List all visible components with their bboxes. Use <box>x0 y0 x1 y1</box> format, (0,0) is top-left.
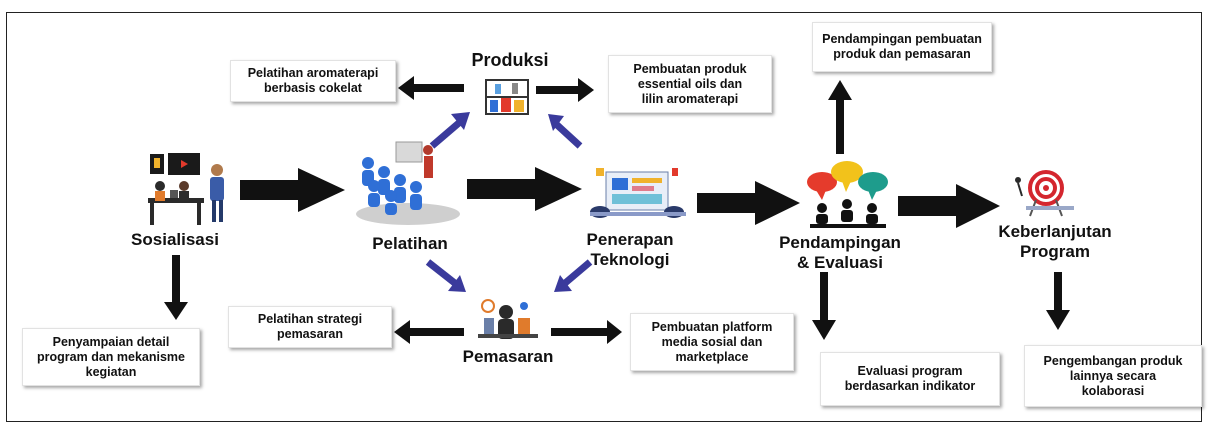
flow-arrow-pendampingan-keberlanjutan <box>898 184 1000 228</box>
box-pengembangan-produk: Pengembangan produk lainnya secara kolab… <box>1024 345 1202 407</box>
pemasaran-illustration <box>478 299 538 339</box>
flow-arrow-penerapan-pendampingan <box>697 181 800 225</box>
stage-sosialisasi: Sosialisasi <box>131 230 219 249</box>
pendampingan-illustration <box>807 161 888 228</box>
arrow-produksi-left <box>398 76 464 100</box>
blue-arrow-penerapan-produksi <box>548 114 583 149</box>
stage-produksi: Produksi <box>471 50 549 70</box>
flow-arrow-pelatihan-penerapan <box>467 167 582 211</box>
box-pelatihan-aromaterapi: Pelatihan aromaterapi berbasis cokelat <box>230 60 396 102</box>
pelatihan-illustration <box>356 141 460 225</box>
arrow-pendampingan-down <box>812 272 836 340</box>
box-pelatihan-strategi: Pelatihan strategi pemasaran <box>228 306 392 348</box>
box-pembuatan-produk: Pembuatan produk essential oils dan lili… <box>608 55 772 113</box>
produksi-illustration <box>485 79 529 115</box>
stage-penerapan-teknologi: Penerapan Teknologi <box>586 230 674 269</box>
box-penyampaian-detail: Penyampaian detail program dan mekanisme… <box>22 328 200 386</box>
box-evaluasi-program: Evaluasi program berdasarkan indikator <box>820 352 1000 406</box>
sosialisasi-illustration <box>148 153 224 225</box>
stage-pemasaran: Pemasaran <box>462 347 554 366</box>
penerapan-illustration <box>590 168 686 218</box>
keberlanjutan-illustration <box>1015 170 1074 217</box>
stage-pendampingan-evaluasi: Pendampingan & Evaluasi <box>779 233 901 272</box>
blue-arrow-penerapan-pemasaran <box>554 259 593 292</box>
arrow-pendampingan-up <box>828 80 852 154</box>
box-pendampingan-pembuatan: Pendampingan pembuatan produk dan pemasa… <box>812 22 992 72</box>
blue-arrow-pelatihan-produksi <box>429 112 470 149</box>
arrow-keberlanjutan-down <box>1046 272 1070 330</box>
flow-arrow-sosialisasi-pelatihan <box>240 168 345 212</box>
box-pembuatan-platform: Pembuatan platform media sosial dan mark… <box>630 313 794 371</box>
stage-keberlanjutan-program: Keberlanjutan Program <box>998 222 1112 261</box>
blue-arrow-pelatihan-pemasaran <box>425 259 466 292</box>
diagram-frame <box>6 12 1202 422</box>
arrow-pemasaran-right <box>551 320 622 344</box>
stage-pelatihan: Pelatihan <box>372 234 448 253</box>
arrow-produksi-right <box>536 78 594 102</box>
arrow-sosialisasi-down <box>164 255 188 320</box>
arrow-pemasaran-left <box>394 320 464 344</box>
